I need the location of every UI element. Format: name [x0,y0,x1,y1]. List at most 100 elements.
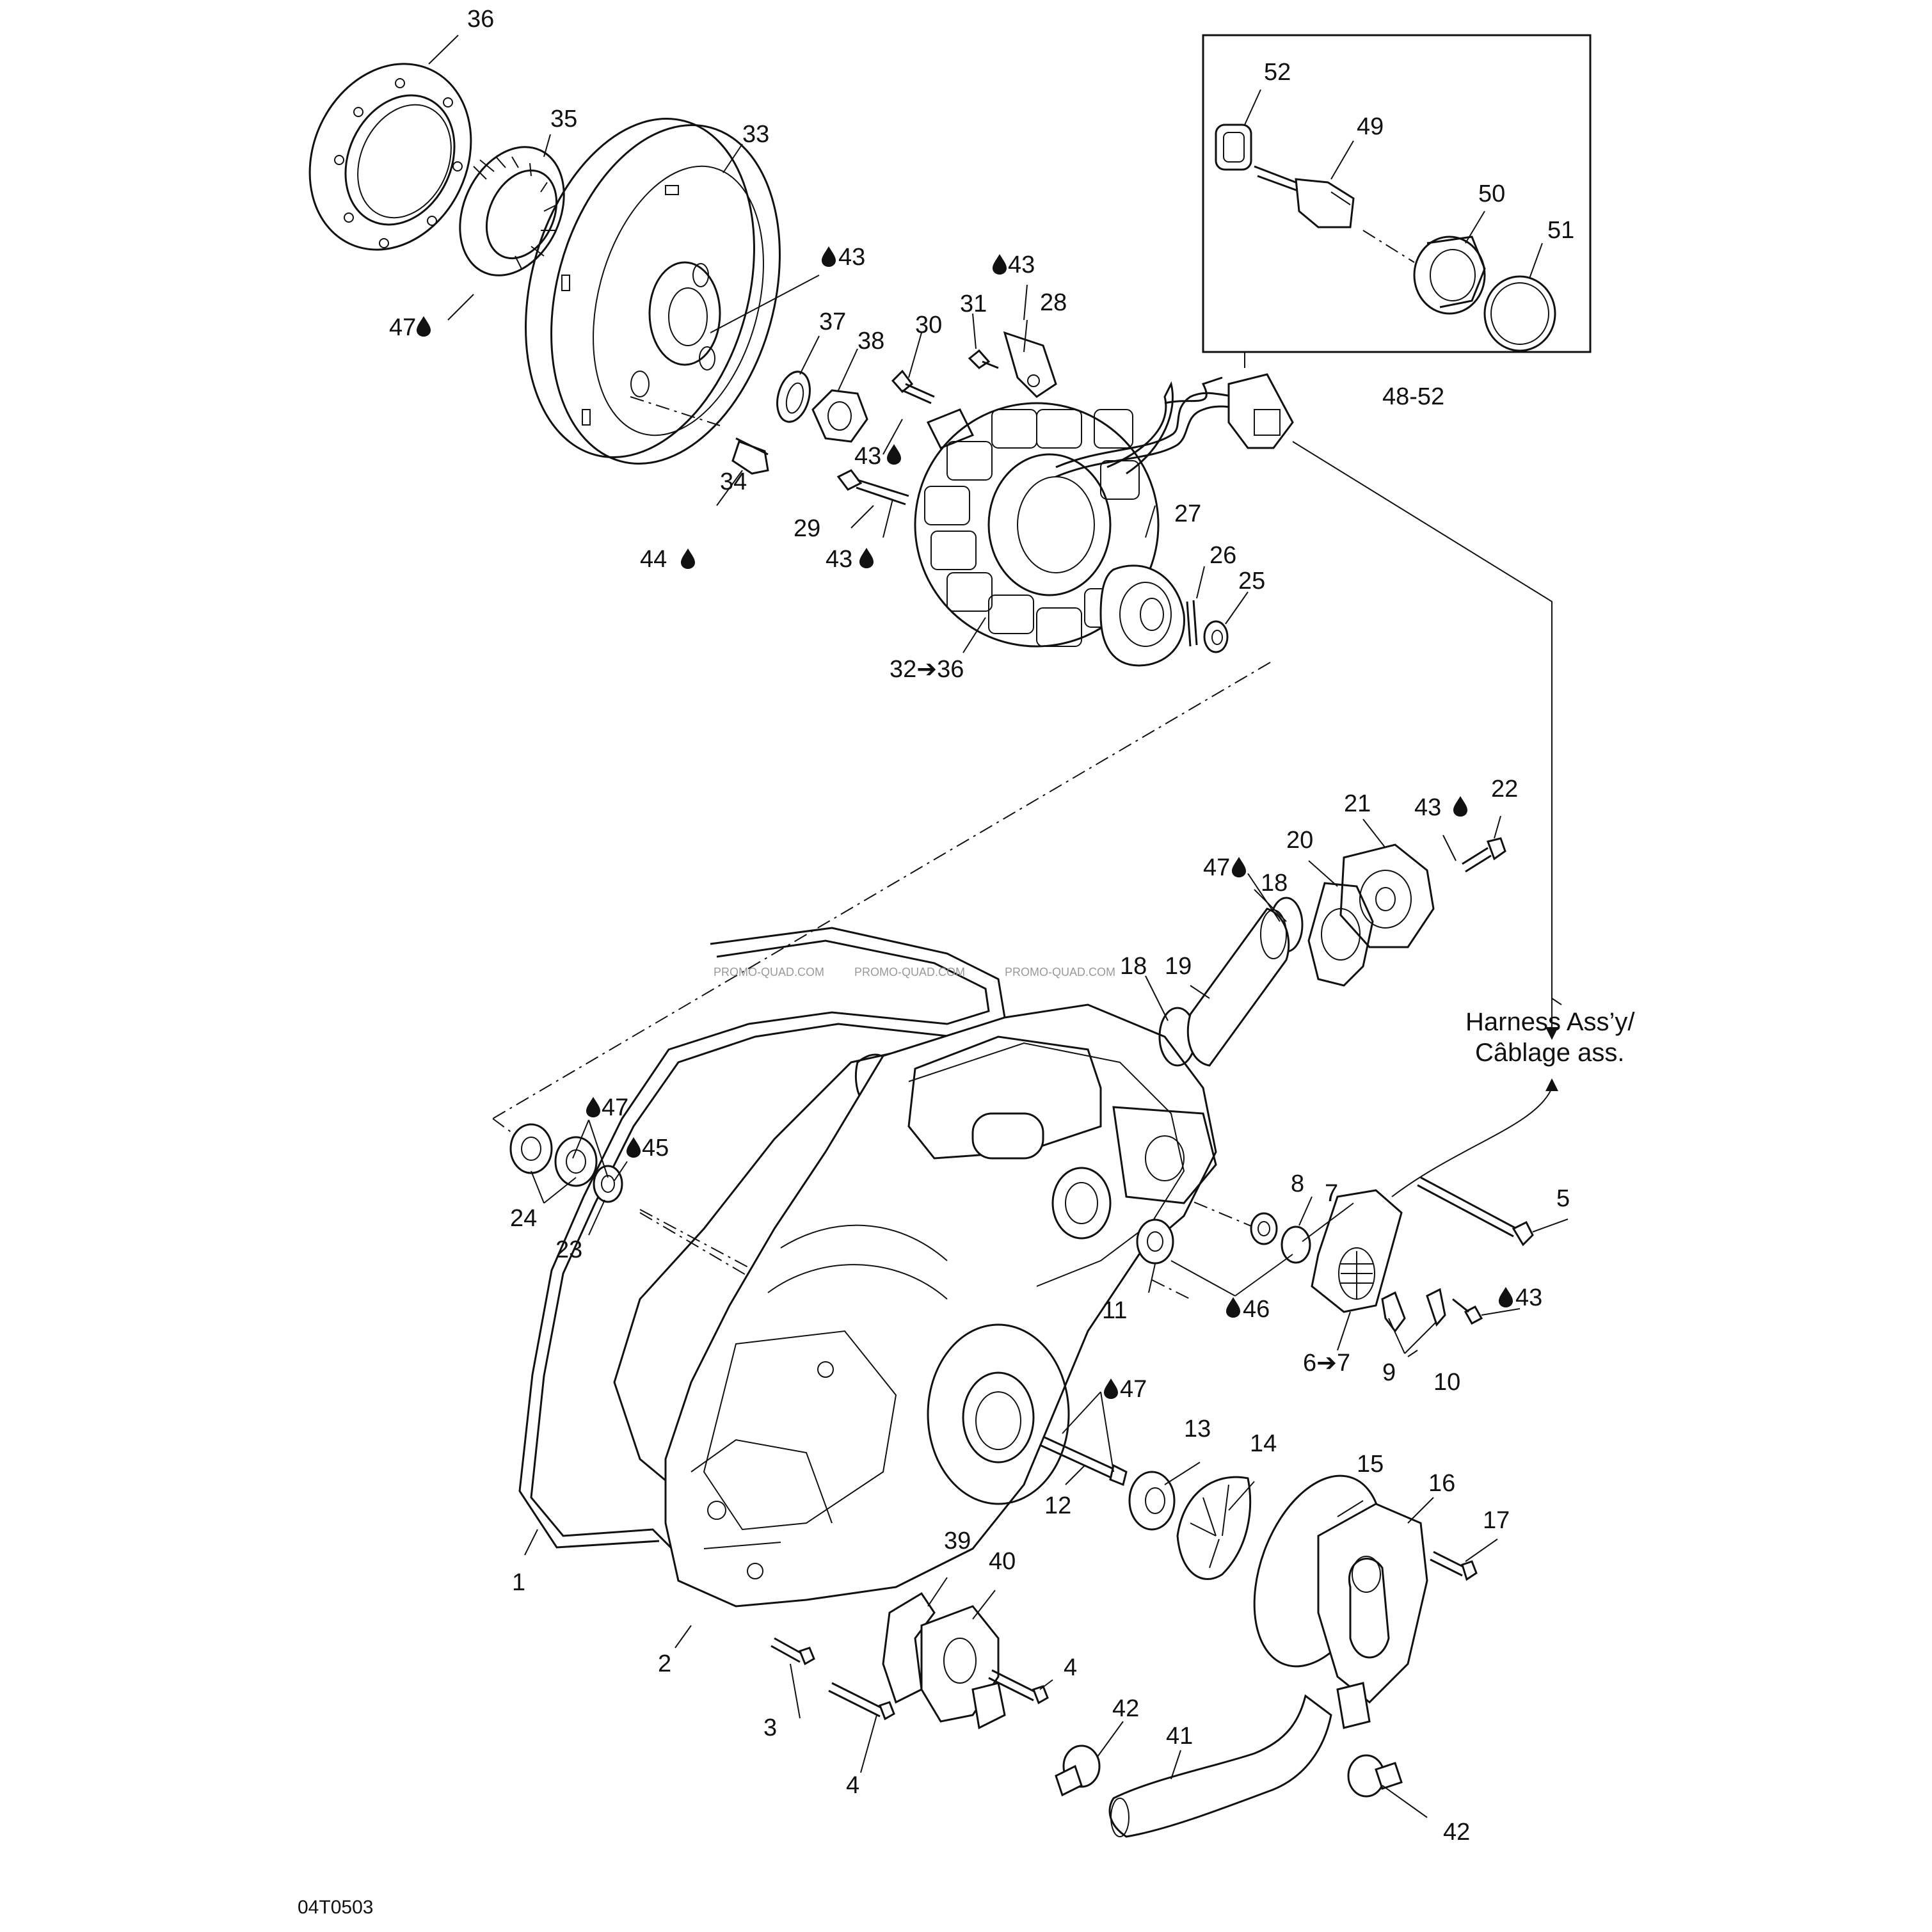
label-23: 23 [555,1236,582,1263]
label-46: 46 [1243,1296,1270,1323]
label-51: 51 [1547,217,1574,244]
label-47: 47 [1120,1376,1147,1403]
part-33-flywheel [525,118,820,465]
label-18: 18 [1261,870,1288,897]
label-13: 13 [1184,1416,1211,1442]
part-3-bolt [770,1637,815,1666]
label-47: 47 [1203,854,1230,881]
label-4: 4 [1064,1654,1077,1681]
part-10-screw [1452,1298,1483,1325]
part-4-bolt-a [828,1682,895,1721]
label-47: 47 [389,314,416,341]
harness-connector-line [1292,441,1558,1197]
part-9-plate [1381,1288,1446,1333]
label-17: 17 [1483,1507,1510,1534]
label-43: 43 [1008,251,1035,278]
label-18: 18 [1120,953,1147,980]
part-28-clamp [1003,331,1057,398]
label-10: 10 [1433,1369,1460,1396]
part-29-bolt [836,469,909,506]
part-42-clamp-b [1347,1754,1403,1798]
label-34: 34 [720,468,747,495]
label-42: 42 [1443,1819,1470,1846]
label-19: 19 [1165,953,1192,980]
part-8-seal [1250,1212,1278,1245]
label-52: 52 [1264,59,1291,86]
svg-text:PROMO-QUAD.COM: PROMO-QUAD.COM [1005,966,1115,978]
part-50-housing [1362,230,1486,315]
part-49-sensor [1254,165,1355,228]
part-12-shaft [1039,1435,1128,1487]
label-36: 36 [467,6,494,33]
label-11: 11 [1102,1297,1127,1324]
part-39-gasket [882,1592,936,1704]
part-23-seal [593,1165,623,1203]
svg-text:PROMO-QUAD.COM: PROMO-QUAD.COM [854,966,965,978]
part-16-pump-cover [1317,1503,1428,1729]
label-33: 33 [742,121,769,148]
label-49: 49 [1357,113,1384,140]
label-48-52: 48-52 [1382,383,1444,410]
label-27: 27 [1174,500,1201,527]
part-11-seal [1136,1218,1174,1265]
label-7: 7 [1325,1180,1338,1207]
part-51-ring [1483,275,1556,352]
label-47: 47 [602,1094,628,1121]
part-6-actuator [1311,1189,1403,1313]
label-1: 1 [512,1569,525,1596]
part-52-seal [1215,124,1252,171]
part-41-hose [1108,1694,1332,1838]
part-21-cover [1339,843,1435,948]
label-32-36: 32➔36 [890,656,964,683]
part-14-impeller [1176,1476,1252,1580]
part-19-sleeve [1186,907,1290,1067]
part-24-bearing [509,1123,598,1187]
part-5-bolt [1417,1176,1534,1247]
part-42-clamp-a [1055,1744,1101,1797]
part-36-ring [308,63,472,251]
part-27-rotor [1099,564,1185,667]
harness-label-line2: Câblage ass. [1475,1039,1624,1067]
svg-text:PROMO-QUAD.COM: PROMO-QUAD.COM [714,966,824,978]
label-42: 42 [1112,1695,1139,1722]
label-22: 22 [1491,776,1518,802]
part-34-bolt [731,437,769,475]
part-26-pin [1186,600,1198,647]
label-43: 43 [826,546,852,573]
label-3: 3 [763,1714,777,1741]
label-39: 39 [944,1528,971,1554]
part-40-housing [920,1605,1006,1730]
harness-label-line1: Harness Ass’y/ [1465,1008,1635,1036]
label-25: 25 [1238,568,1265,595]
part-17-bolt [1430,1551,1478,1581]
label-5: 5 [1556,1185,1570,1212]
label-43: 43 [838,244,865,271]
label-8: 8 [1291,1170,1304,1197]
stator-wire-lead [1055,373,1294,478]
label-43: 43 [854,443,881,470]
label-16: 16 [1428,1470,1455,1497]
label-44: 44 [640,546,667,573]
label-41: 41 [1166,1723,1193,1750]
label-30: 30 [915,312,942,339]
label-43: 43 [1515,1284,1542,1311]
part-30-screw [891,369,935,404]
harness-assembly-callout: Harness Ass’y/ Câblage ass. [1465,1008,1635,1067]
part-25-washer [1203,620,1229,653]
part-4-bolt-b [988,1669,1049,1705]
part-20-gasket [1307,882,1374,987]
label-50: 50 [1478,180,1505,207]
part-22-bolt [1462,837,1506,873]
part-35-sprag-clutch [459,146,565,276]
label-31: 31 [960,291,987,317]
label-21: 21 [1344,790,1371,817]
label-24: 24 [510,1205,537,1232]
label-37: 37 [819,308,846,335]
label-14: 14 [1250,1430,1277,1457]
part-7-oring [1281,1225,1311,1264]
part-number-labels: 36 35 33 47 43 37 38 30 31 43 28 43 34 4… [389,6,1574,1846]
label-9: 9 [1382,1359,1396,1386]
part-37-washer [776,371,811,423]
label-15: 15 [1357,1451,1384,1478]
label-45: 45 [642,1135,669,1162]
